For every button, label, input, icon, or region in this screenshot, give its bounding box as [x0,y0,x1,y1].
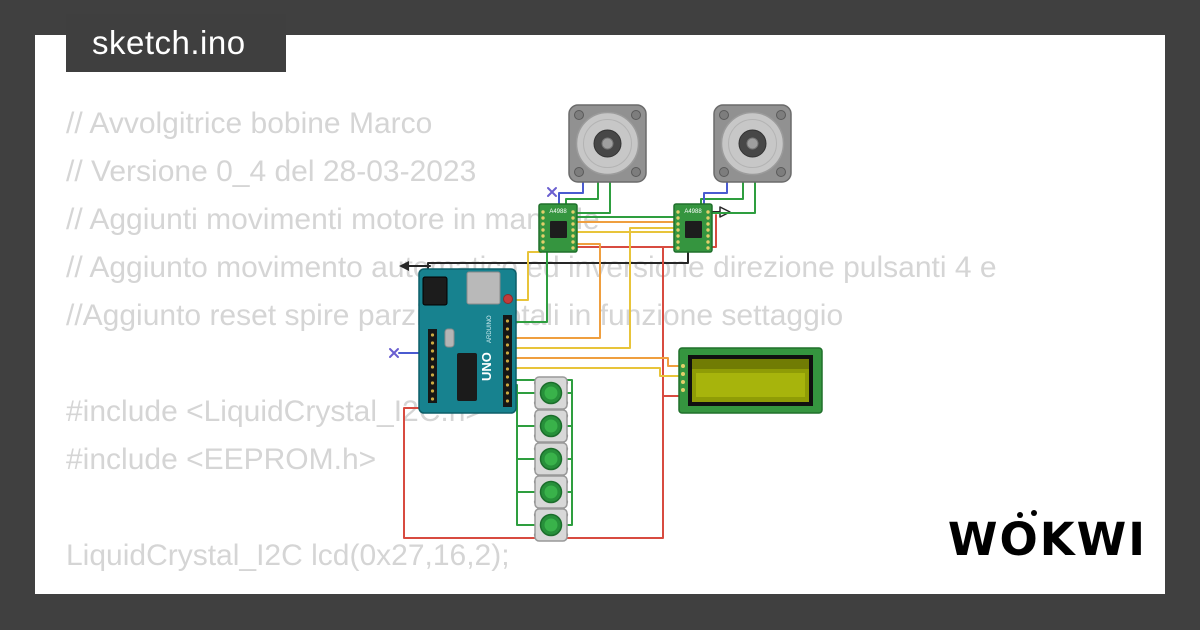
arduino-power-jack [422,276,448,306]
wokwi-logo: WOKWI [947,513,1147,566]
arduino-mcu-chip [457,353,477,401]
wire-red [576,214,717,248]
wire-blue [703,180,728,205]
lcd-screen-shade [692,359,809,369]
arduino-uno[interactable]: UNO ARDUINO [418,268,517,414]
wire-yellow [511,367,679,377]
logo-antenna-dot-icon [1017,512,1023,518]
circuit-diagram: A4988 [389,104,823,542]
wire-green [565,180,599,206]
lcd-pin-dots [681,364,685,392]
code-line: // Aggiunti movimenti motore in manuale [66,203,600,236]
junction-x-markers [389,187,557,358]
wire-blue [558,180,584,205]
pushbutton-5[interactable] [533,508,569,542]
file-tab-sketch-ino[interactable]: sketch.ino [66,14,286,72]
arduino-uno-label: UNO [479,352,494,381]
stepper-motor-2[interactable] [713,104,792,183]
x-marker-icon [547,187,557,197]
x-marker-icon [389,348,399,358]
arduino-reset-button[interactable] [503,294,513,304]
arduino-usb-connector [466,271,501,305]
arduino-crystal [444,328,455,348]
pushbutton-2[interactable] [533,409,569,443]
code-line: // Versione 0_4 del 28-03-2023 [66,155,477,188]
code-line: #include <EEPROM.h> [66,443,377,476]
code-line: LiquidCrystal_I2C lcd(0x27,16,2); [66,539,510,572]
wire-yellow [515,251,542,301]
lcd-screen-glow [696,373,805,397]
pushbutton-3[interactable] [533,442,569,476]
wire-green [511,251,548,323]
wire-orange [511,243,601,339]
editor-preview-canvas: // Avvolgitrice bobine Marco // Versione… [35,35,1165,594]
wire-black [427,251,689,270]
arduino-pin-dots [430,319,510,403]
lcd1602-display[interactable] [678,347,823,414]
wire-orange [511,357,679,367]
logo-antenna-dot-icon [1031,510,1037,516]
wire-green [712,180,756,214]
pushbutton-1[interactable] [533,376,569,410]
stepper-motor-1[interactable] [568,104,647,183]
a4988-driver-1[interactable] [538,203,578,253]
wires [389,180,756,539]
a4988-driver-2[interactable] [673,203,713,253]
code-line: // Aggiunto movimento automatico ed inve… [66,251,997,284]
wire-green [700,180,744,206]
wire-green [577,180,611,214]
file-tab-label: sketch.ino [92,24,246,61]
arduino-brand-label: ARDUINO [487,315,493,343]
pushbutton-4[interactable] [533,475,569,509]
wire-yellow [511,227,675,349]
arrow-left-icon [399,261,409,271]
code-line: #include <LiquidCrystal_I2C.h> [66,395,483,428]
wire-red [403,246,664,539]
code-line: // Avvolgitrice bobine Marco [66,107,433,140]
